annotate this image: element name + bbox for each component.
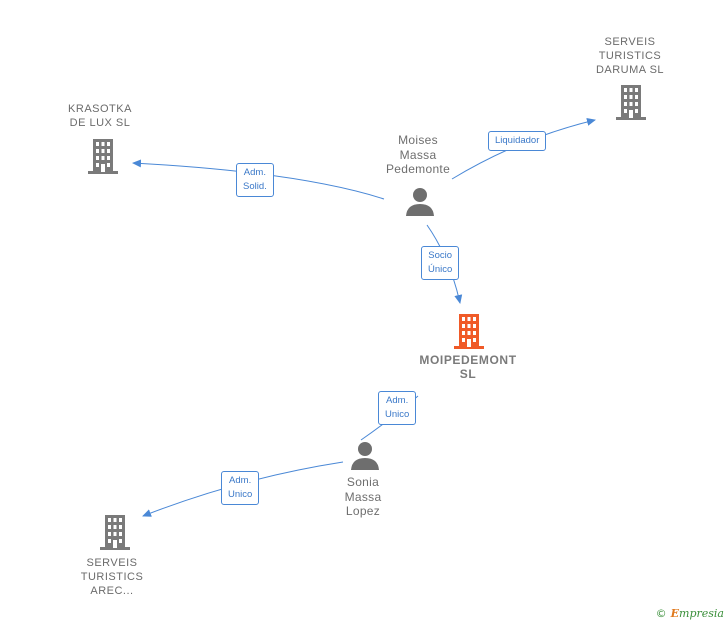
edge-label-adm-solid[interactable]: Adm. Solid.: [236, 163, 274, 197]
building-icon: [616, 85, 646, 120]
brand-name: mpresia: [679, 607, 724, 620]
edge-moises-krasotka: [132, 159, 385, 200]
building-icon: [88, 139, 118, 174]
node-label-krasotka[interactable]: KRASOTKA DE LUX SL: [68, 103, 132, 129]
building-icon-focus: [454, 314, 484, 349]
copyright-icon: ©: [655, 607, 667, 620]
brand-footer[interactable]: ©Empresia: [656, 607, 724, 620]
edge-label-adm-unico-arec[interactable]: Adm. Unico: [221, 471, 260, 505]
edge-label-socio-unico[interactable]: Socio Único: [421, 246, 460, 280]
building-icon: [100, 515, 130, 550]
node-label-serveis-daruma[interactable]: SERVEIS TURISTICS DARUMA SL: [595, 36, 665, 76]
edge-label-adm-unico-moipedemont[interactable]: Adm. Unico: [378, 391, 417, 425]
brand-logo-letter: E: [670, 607, 680, 620]
person-icon: [406, 188, 434, 216]
node-label-sonia[interactable]: Sonia Massa Lopez: [344, 475, 382, 518]
person-icon: [351, 442, 379, 470]
node-label-moises[interactable]: Moises Massa Pedemonte: [385, 133, 451, 176]
node-label-serveis-arec[interactable]: SERVEIS TURISTICS AREC...: [80, 557, 144, 597]
edge-label-liquidador[interactable]: Liquidador: [488, 131, 547, 151]
node-label-moipedemont[interactable]: MOIPEDEMONT SL: [419, 353, 517, 381]
